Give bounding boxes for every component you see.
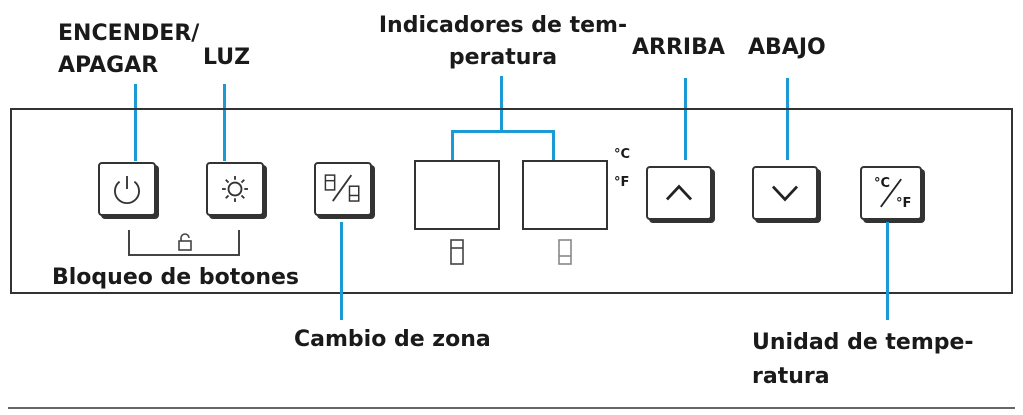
upper-zone-icon (450, 239, 464, 265)
up-callout-line (684, 78, 687, 160)
button-lock-bracket (128, 230, 240, 256)
power-label: ENCENDER/ APAGAR (58, 21, 200, 78)
temp-unit-label: Unidad de tempe- ratura (752, 330, 974, 389)
sun-icon (222, 176, 248, 202)
zone-callout-line (340, 222, 343, 320)
unit-callout-line (886, 222, 889, 320)
chevron-down-icon (771, 185, 799, 202)
power-callout-line (134, 84, 137, 161)
zone-switch-icon (324, 174, 360, 202)
zone-change-label: Cambio de zona (294, 327, 491, 352)
down-label: ABAJO (748, 35, 826, 60)
power-button[interactable] (98, 162, 156, 216)
up-label: ARRIBA (632, 35, 725, 60)
unit-button-celsius: °C (874, 176, 891, 191)
celsius-indicator: °C (614, 147, 631, 162)
up-button[interactable] (646, 166, 712, 220)
down-button[interactable] (752, 166, 818, 220)
bottom-rule (8, 407, 1015, 409)
temp-callout-left (451, 130, 454, 160)
temp-callout-right (552, 130, 555, 160)
upper-zone-display (414, 160, 500, 230)
power-icon (114, 176, 140, 204)
light-button[interactable] (206, 162, 264, 216)
chevron-up-icon (665, 184, 693, 201)
light-label: LUZ (203, 45, 251, 70)
zone-change-button[interactable] (314, 162, 372, 216)
light-callout-line (223, 84, 226, 161)
lock-icon (178, 233, 192, 251)
celsius-fahrenheit-icon (880, 178, 902, 208)
unit-button-fahrenheit: °F (896, 196, 912, 211)
temp-indicators-label: Indicadores de tem- peratura (378, 13, 628, 70)
control-panel (10, 108, 1013, 294)
temp-callout-bar (451, 130, 555, 133)
down-callout-line (786, 78, 789, 160)
temp-callout-stem (500, 76, 503, 132)
lower-zone-display (522, 160, 608, 230)
fahrenheit-indicator: °F (614, 175, 630, 190)
lower-zone-icon (558, 239, 572, 265)
temp-unit-button[interactable]: °C °F (860, 166, 922, 220)
button-lock-label: Bloqueo de botones (52, 265, 300, 290)
